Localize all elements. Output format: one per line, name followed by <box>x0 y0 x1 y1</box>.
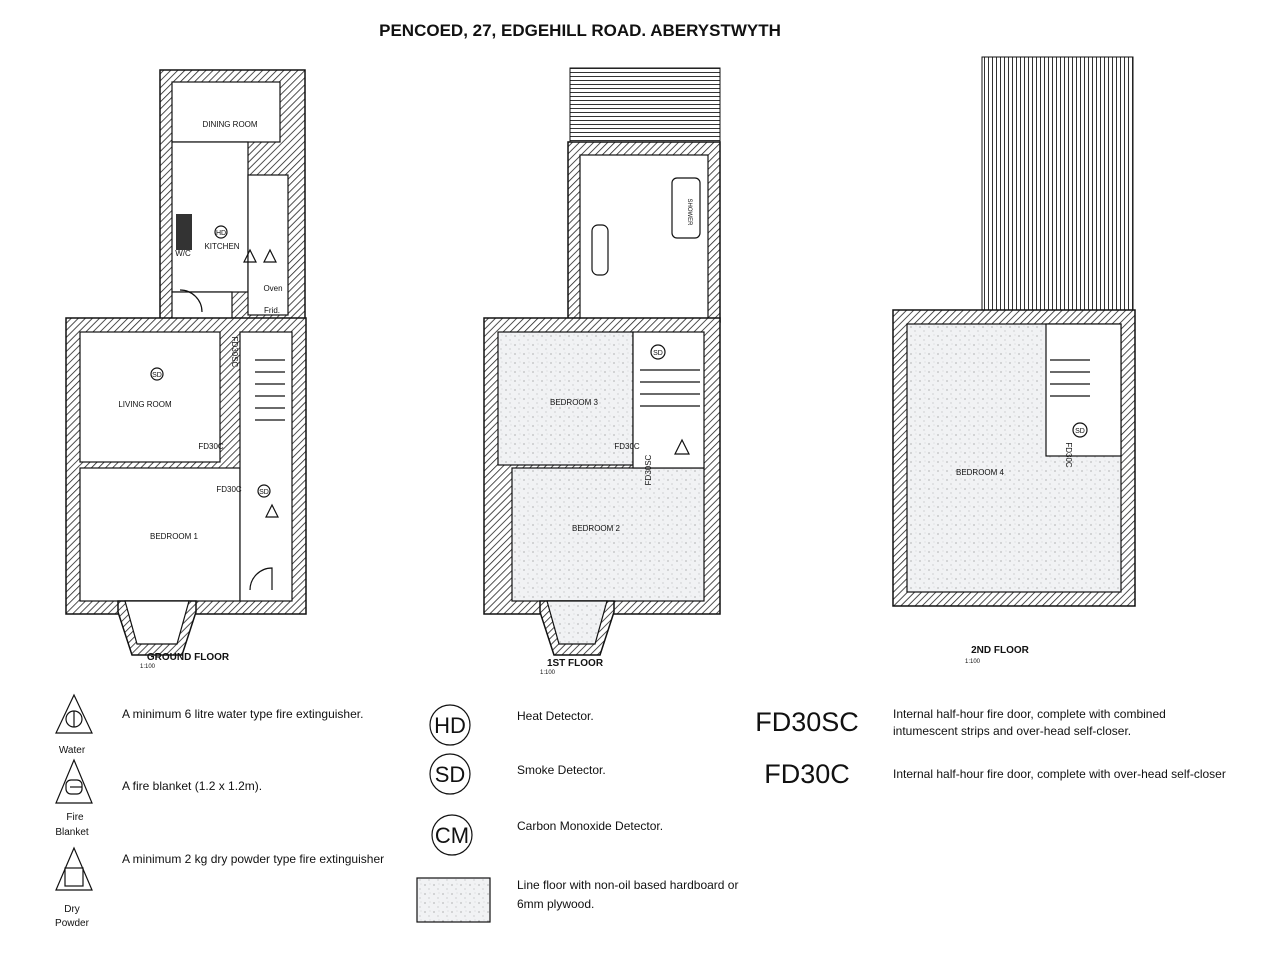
smoke-detector-marker: SD <box>259 489 269 496</box>
legend-cm-symbol: CM <box>435 823 469 848</box>
legend-hd-desc: Heat Detector. <box>517 709 594 723</box>
legend-blanket-desc: A fire blanket (1.2 x 1.2m). <box>122 779 262 793</box>
floor-label-ground: GROUND FLOOR <box>147 652 230 663</box>
floor-lining-swatch <box>416 877 491 923</box>
room-label-wc: W/C <box>175 249 191 258</box>
room-label-dining: DINING ROOM <box>202 120 257 129</box>
room-label-shower: SHOWER <box>686 199 692 227</box>
smoke-detector-marker: SD <box>653 350 663 357</box>
powder-extinguisher-icon <box>55 846 93 891</box>
door-marker-fd30c: FD30C <box>198 442 224 451</box>
legend-hd-symbol: HD <box>434 713 466 738</box>
legend-fd30sc-desc: Internal half-hour fire door, complete w… <box>893 707 1166 721</box>
room-label-bedroom3: BEDROOM 3 <box>550 398 599 407</box>
room-label-bedroom2: BEDROOM 2 <box>572 524 621 533</box>
door-marker-fd30c: FD30C <box>614 442 640 451</box>
first-floor-plan: SHOWER SD BEDROOM 3 FD30C FD30SC BEDROOM… <box>483 67 721 676</box>
legend-sd-desc: Smoke Detector. <box>517 763 606 777</box>
room-label-bedroom4: BEDROOM 4 <box>956 468 1005 477</box>
door-marker-fd30c: FD30C <box>216 485 242 494</box>
legend-powder-desc: A minimum 2 kg dry powder type fire exti… <box>122 852 384 866</box>
room-label-kitchen: KITCHEN <box>204 242 239 251</box>
legend-cm-desc: Carbon Monoxide Detector. <box>517 819 663 833</box>
door-marker-fd30c: FD30C <box>1064 442 1073 468</box>
powder-extinguisher-icon <box>243 248 257 263</box>
second-floor-plan: SD FD30C BEDROOM 4 2ND FLOOR 1:100 <box>892 56 1136 665</box>
fire-blanket-icon <box>263 248 277 263</box>
ground-floor-plan: DINING ROOM HD KITCHEN W/C Oven Frid. SD… <box>65 69 307 670</box>
room-label-bedroom1: BEDROOM 1 <box>150 532 199 541</box>
water-extinguisher-icon <box>55 693 93 734</box>
legend-fd30sc-desc: intumescent strips and over-head self-cl… <box>893 724 1131 738</box>
floor-label-second: 2ND FLOOR <box>971 645 1030 656</box>
legend-sd-symbol: SD <box>435 762 466 787</box>
water-extinguisher-icon <box>265 503 279 518</box>
water-extinguisher-icon <box>674 438 690 455</box>
fire-blanket-icon <box>55 758 93 804</box>
legend: Water A minimum 6 litre water type fire … <box>55 693 1226 929</box>
legend-powder-label: Powder <box>55 918 90 929</box>
legend-water-desc: A minimum 6 litre water type fire exting… <box>122 707 363 721</box>
smoke-detector-marker: SD <box>1075 428 1085 435</box>
legend-blanket-label: Blanket <box>55 827 89 838</box>
legend-blanket-label: Fire <box>66 812 84 823</box>
legend-fd30c-code: FD30C <box>764 759 850 789</box>
scale-ground: 1:100 <box>140 664 156 670</box>
smoke-detector-marker: SD <box>152 372 162 379</box>
door-marker-fd30sc: FD30SC <box>230 337 239 368</box>
floor-label-first: 1ST FLOOR <box>547 658 604 669</box>
legend-fd30c-desc: Internal half-hour fire door, complete w… <box>893 767 1226 781</box>
room-label-living: LIVING ROOM <box>118 400 172 409</box>
legend-fd30sc-code: FD30SC <box>755 707 859 737</box>
legend-floor-desc: 6mm plywood. <box>517 897 594 911</box>
plan-title: PENCOED, 27, EDGEHILL ROAD. ABERYSTWYTH <box>379 21 781 40</box>
door-marker-fd30sc: FD30SC <box>644 454 653 485</box>
fixture-oven: Oven <box>263 284 282 293</box>
legend-powder-label: Dry <box>64 904 80 915</box>
legend-floor-desc: Line floor with non-oil based hardboard … <box>517 878 738 892</box>
scale-second: 1:100 <box>965 659 981 665</box>
legend-water-label: Water <box>59 745 86 756</box>
heat-detector-marker: HD <box>216 230 226 237</box>
scale-first: 1:100 <box>540 670 556 676</box>
fixture-fridge: Frid. <box>264 306 280 315</box>
